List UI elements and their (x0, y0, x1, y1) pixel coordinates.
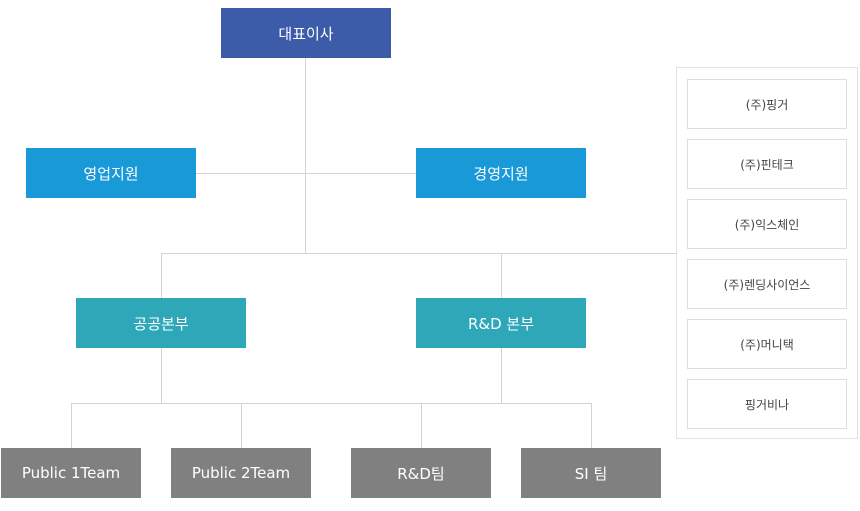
team-box-rnd: R&D팀 (351, 448, 491, 498)
affiliate-item: (주)익스체인 (687, 199, 847, 249)
affiliate-item: (주)핑거 (687, 79, 847, 129)
connector-rnd-division-drop (501, 253, 502, 298)
connector-ceo-vertical (305, 57, 306, 254)
connector-team-drop-2 (241, 403, 242, 448)
connector-public-division-drop (161, 253, 162, 298)
affiliate-item: (주)머니택 (687, 319, 847, 369)
sales-support-box: 영업지원 (26, 148, 196, 198)
affiliate-item: (주)핀테크 (687, 139, 847, 189)
connector-rnd-division-down (501, 348, 502, 403)
connector-team-drop-3 (421, 403, 422, 448)
rnd-division-box: R&D 본부 (416, 298, 586, 348)
affiliate-item: 핑거비나 (687, 379, 847, 429)
affiliates-panel: (주)핑거 (주)핀테크 (주)익스체인 (주)렌딩사이언스 (주)머니택 핑거… (676, 67, 858, 439)
connector-public-division-down (161, 348, 162, 403)
connector-team-horizontal (71, 403, 592, 404)
connector-team-drop-1 (71, 403, 72, 448)
management-support-box: 경영지원 (416, 148, 586, 198)
ceo-box: 대표이사 (221, 8, 391, 58)
connector-team-drop-4 (591, 403, 592, 448)
connector-support-horizontal (196, 173, 416, 174)
team-box-si: SI 팀 (521, 448, 661, 498)
team-box-public-1: Public 1Team (1, 448, 141, 498)
connector-division-horizontal (161, 253, 677, 254)
affiliate-item: (주)렌딩사이언스 (687, 259, 847, 309)
team-box-public-2: Public 2Team (171, 448, 311, 498)
public-division-box: 공공본부 (76, 298, 246, 348)
